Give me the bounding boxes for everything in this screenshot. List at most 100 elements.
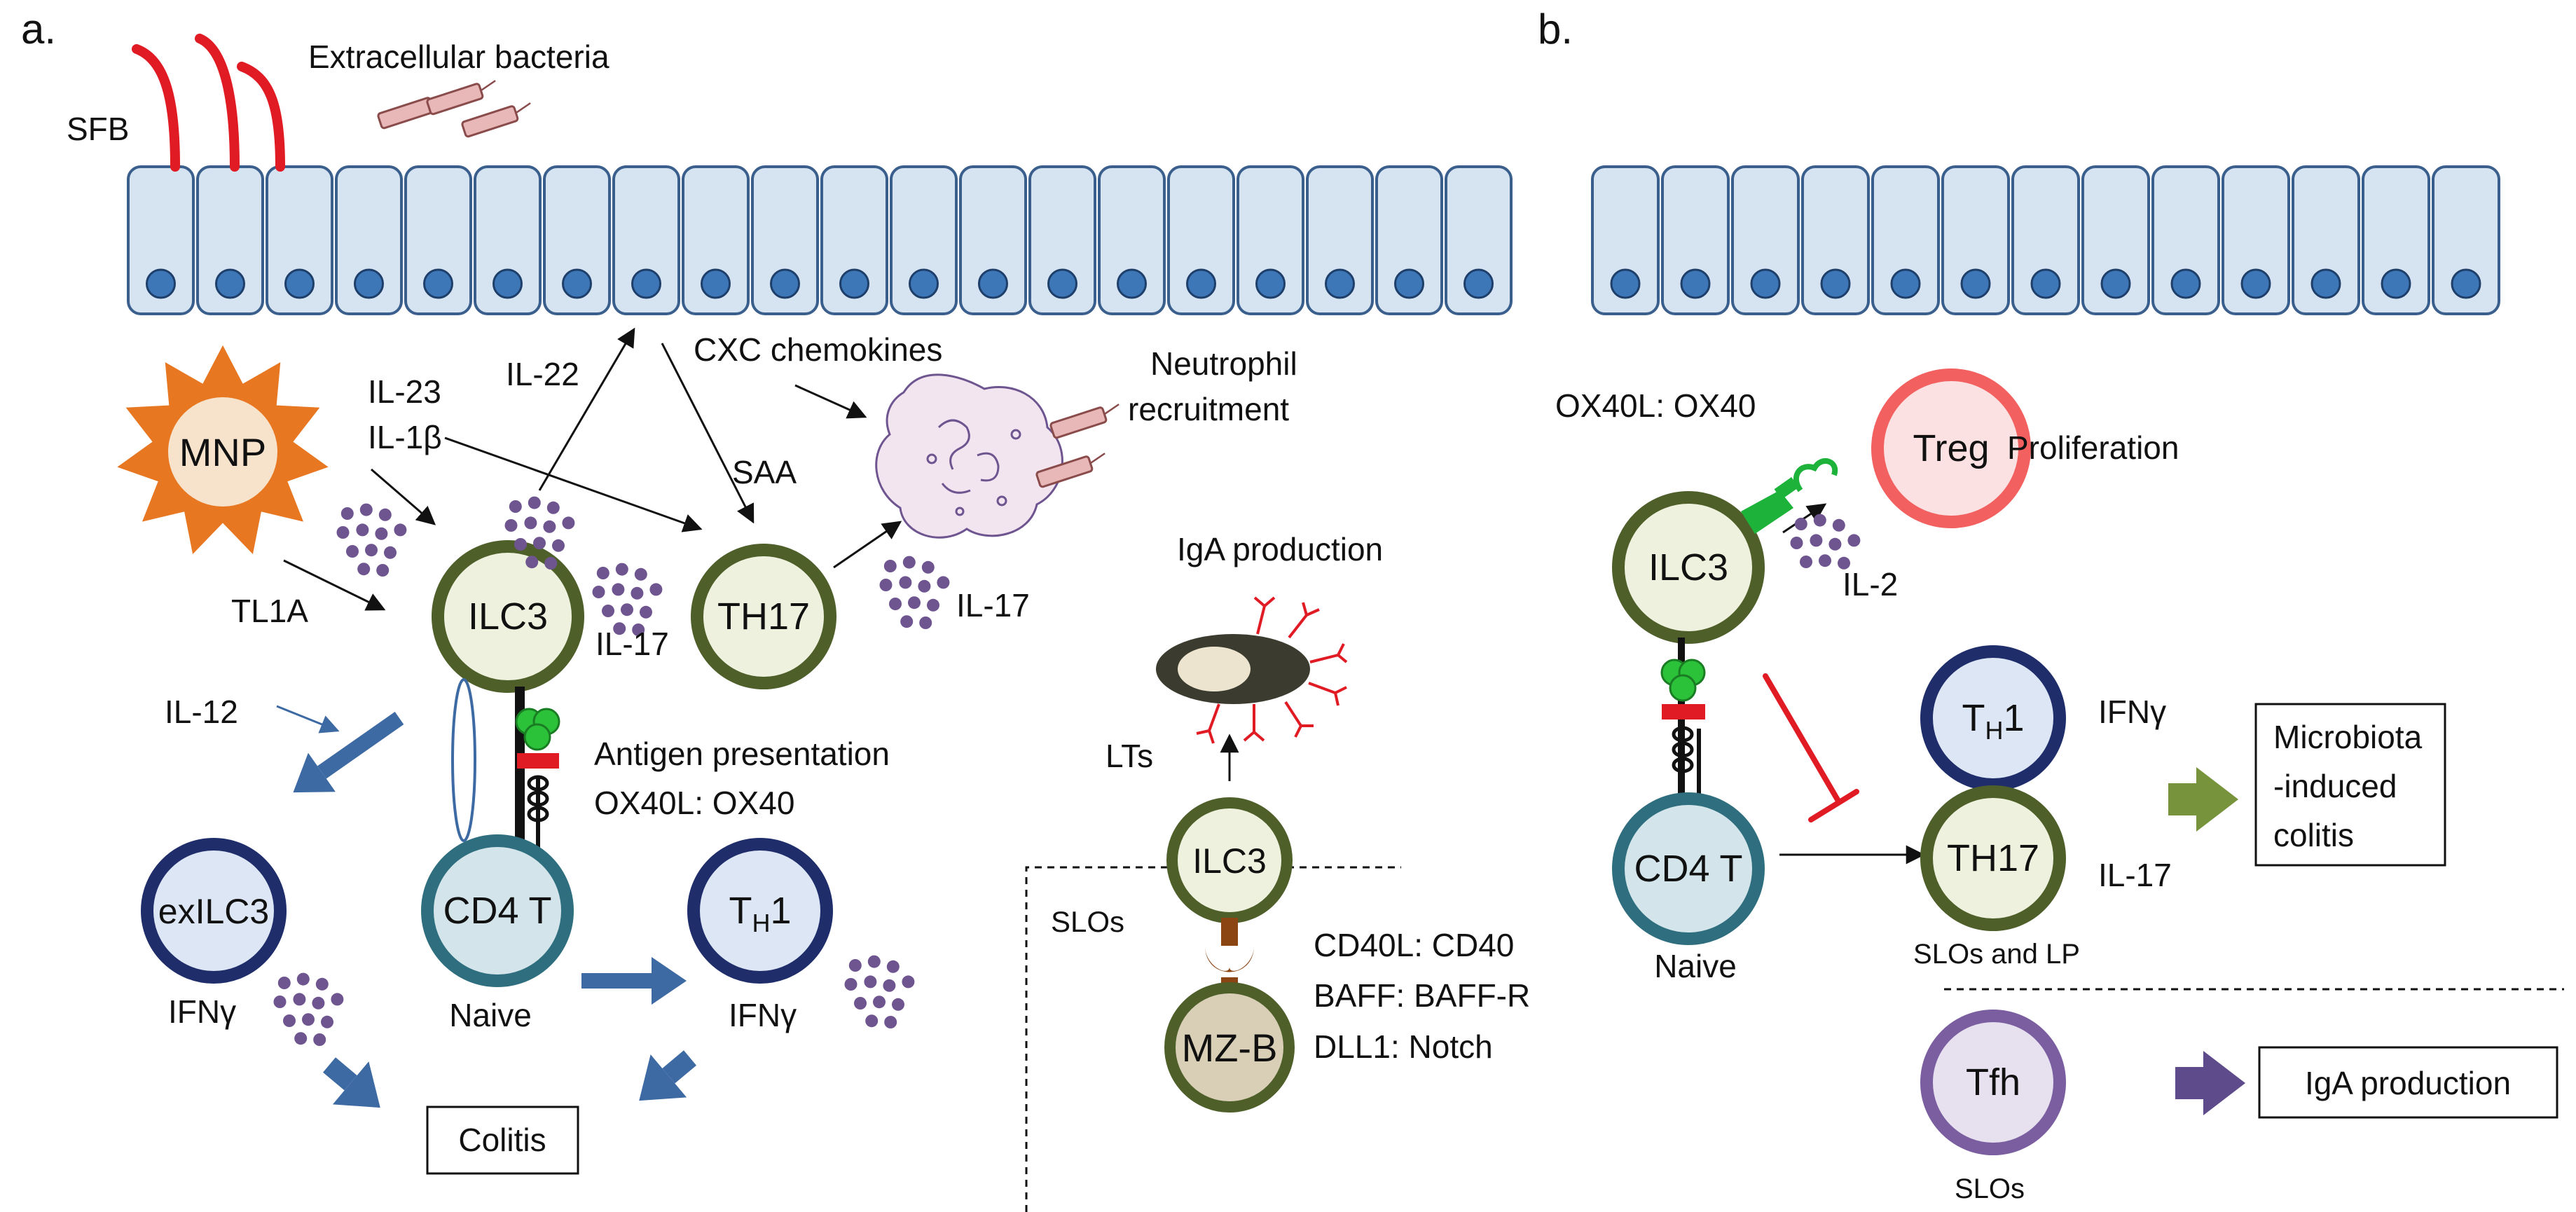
signal-arrows-a (283, 327, 902, 611)
epithelial-cell (890, 165, 958, 315)
cytokine-dot (873, 996, 886, 1009)
baff-label: BAFF: BAFF-R (1314, 977, 1530, 1014)
tfh-label: Tfh (1966, 1061, 2020, 1103)
cytokine-dot (331, 993, 344, 1006)
cytokine-dot (356, 523, 369, 537)
cytokine-dot (621, 603, 633, 617)
epithelial-cell (404, 165, 472, 315)
th17-cell-b: TH17 (1920, 785, 2066, 931)
cytokine-dot (602, 605, 614, 617)
epithelial-cell (1237, 165, 1304, 315)
cytokine-dot (886, 960, 900, 973)
cytokine-dots-il2 (1790, 514, 1861, 570)
epithelial-cell (127, 165, 195, 315)
epithelial-cell (2362, 165, 2430, 315)
cd4t-label-b: CD4 T (1634, 848, 1742, 890)
th17-label-a: TH17 (717, 595, 810, 638)
cytokine-dot (865, 1014, 879, 1028)
ifng-label-b: IFNγ (2098, 694, 2166, 730)
iga-production-label-a: IgA production (1177, 531, 1383, 567)
cytokine-dot (1810, 534, 1823, 547)
cytokine-dot (864, 975, 877, 989)
neutrophil-cell (875, 373, 1063, 539)
cytokine-dot (544, 557, 558, 570)
iga-production-box-b (2258, 1046, 2558, 1119)
cytokine-dot (879, 579, 893, 591)
cd40l-cd40-label: CD40L: CD40 (1314, 927, 1514, 963)
ifng-label-left: IFNγ (168, 993, 236, 1030)
cytokine-dot (632, 624, 645, 636)
cytokine-dot (277, 977, 291, 989)
cytokine-dot (321, 1015, 333, 1028)
cytokine-dot (524, 516, 537, 530)
cd4t-cell-b: CD4 T (1612, 792, 1765, 945)
iga-production-label-b: IgA production (2305, 1065, 2511, 1101)
dll1-label: DLL1: Notch (1314, 1028, 1493, 1065)
epithelial-cell (751, 165, 819, 315)
epithelial-cell (1941, 165, 2010, 315)
svg-text:TH1: TH1 (1962, 697, 2024, 745)
microbiota-colitis-box (2254, 703, 2446, 867)
cytokine-dot (562, 516, 575, 530)
naive-label-b: Naive (1654, 948, 1737, 984)
cytokine-dot (313, 1033, 326, 1046)
microbiota-label-1: Microbiota (2273, 719, 2423, 755)
epithelium-layer-b (1591, 165, 2500, 315)
cytokine-dot (612, 583, 625, 596)
tl1a-label: TL1A (231, 593, 308, 629)
cytokine-dot (528, 496, 541, 509)
cytokine-dot (884, 1016, 897, 1028)
il12-arrow (276, 705, 340, 734)
th1-cell-a: TH1 (687, 838, 833, 984)
cytokine-dot (375, 527, 388, 540)
cytokine-dot (312, 996, 325, 1010)
th17-label-b: TH17 (1947, 837, 2039, 879)
il17-label-right: IL-17 (956, 587, 1030, 624)
cytokine-dot (346, 545, 359, 558)
cytokine-dot (902, 556, 916, 569)
cytokine-dot (394, 523, 407, 537)
epithelial-cell (335, 165, 403, 315)
cytokine-dots-ilc3 (504, 496, 575, 570)
cytokine-dot (302, 1013, 315, 1026)
cytokine-dot (592, 586, 605, 598)
ilc3-cell-a: ILC3 (432, 540, 584, 693)
cytokine-dot (1819, 554, 1831, 567)
cytokine-dot (1828, 537, 1842, 551)
cytokine-dot (892, 998, 904, 1011)
cytokine-dot (359, 503, 373, 516)
blue-block-arrows (293, 711, 696, 1108)
slos-label-b: SLOs (1955, 1173, 2025, 1204)
il1b-label: IL-1β (368, 419, 442, 455)
cytokine-dot (543, 520, 556, 533)
th1-label-a: T (729, 890, 752, 932)
green-block-arrow (2168, 767, 2238, 832)
cytokine-dot (918, 579, 931, 593)
cytokine-dot (1813, 514, 1826, 527)
cytokine-dot (378, 508, 392, 521)
epithelial-cell (1731, 165, 1800, 315)
cytokine-dot (640, 605, 652, 619)
cxc-chemokines-label: CXC chemokines (694, 331, 942, 368)
cytokine-dot (867, 955, 881, 968)
cytokine-dot (889, 598, 902, 610)
treg-label: Treg (1913, 427, 1989, 469)
cytokine-dots-th17 (879, 556, 950, 629)
mnp-cell: MNP (117, 345, 329, 554)
cytokine-dot (631, 586, 644, 600)
antigen-presentation-label: Antigen presentation (594, 736, 890, 772)
cytokine-dot (1847, 534, 1861, 547)
exilc3-cell: exILC3 (141, 838, 287, 984)
exilc3-label: exILC3 (158, 892, 269, 931)
plasma-cell-iga (1156, 596, 1348, 744)
th1-tail-b: 1 (2003, 697, 2024, 739)
treg-cell: Treg (1871, 369, 2031, 528)
cytokine-dot (615, 563, 628, 576)
th1-tail-a: 1 (770, 890, 791, 932)
sfb-label: SFB (67, 111, 129, 147)
epithelial-cell (543, 165, 611, 315)
tfh-cell: Tfh (1920, 1010, 2066, 1155)
ox40l-ox40-label-b: OX40L: OX40 (1555, 387, 1756, 424)
extracellular-bacteria-icon (376, 76, 536, 139)
